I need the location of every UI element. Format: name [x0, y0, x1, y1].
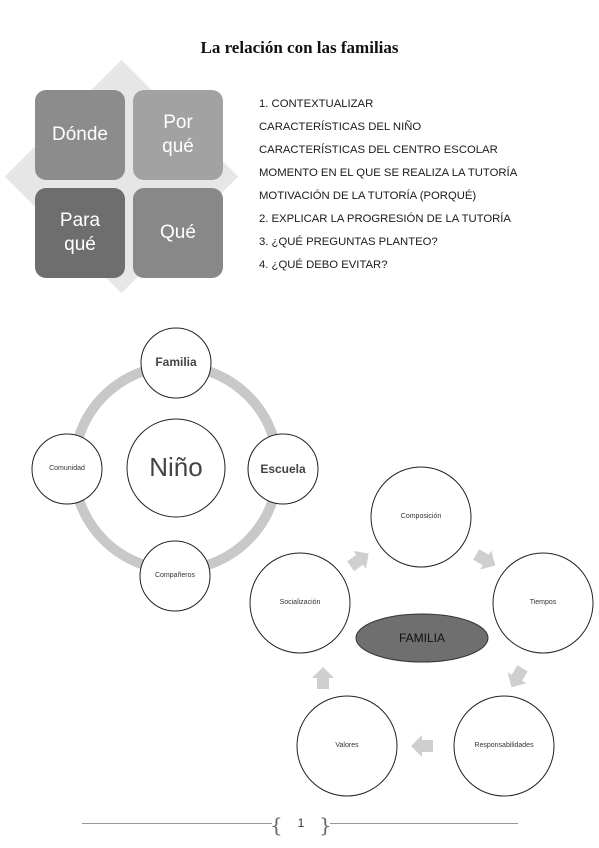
comunidad-node-circle [31, 433, 103, 505]
socializacion-circle [249, 552, 351, 654]
comunidad-label: Comunidad [49, 465, 85, 472]
list-item: MOTIVACIÓN DE LA TUTORÍA (PORQUÉ) [259, 190, 477, 202]
footer-rule-left [82, 823, 272, 824]
list-item: CARACTERÍSTICAS DEL NIÑO [259, 121, 422, 133]
list-item: 2. EXPLICAR LA PROGRESIÓN DE LA TUTORÍA [259, 213, 511, 225]
cycle-arrow [507, 665, 528, 688]
cycle-arrow [312, 667, 334, 689]
tutoria-steps-list: 1. CONTEXTUALIZAR CARACTERÍSTICAS DEL NI… [259, 96, 517, 280]
valores-label: Valores [335, 742, 359, 749]
composicion-label: Composición [400, 513, 442, 520]
responsabilidades-label: Responsabilidades [474, 742, 534, 749]
tiempos-circle [492, 552, 594, 654]
cycle-arrow [473, 549, 496, 570]
cycle-arrow [347, 550, 369, 572]
familia-node-circle [140, 327, 212, 399]
nino-label: Niño [149, 452, 203, 482]
cycle-arrow [411, 735, 433, 757]
socializacion-label: Socialización [279, 599, 321, 606]
responsabilidades-circle [453, 695, 555, 797]
companeros-label: Compañeros [154, 572, 196, 579]
nino-center-circle [126, 418, 226, 518]
list-item: CARACTERÍSTICAS DEL CENTRO ESCOLAR [259, 144, 498, 156]
list-item: 4. ¿QUÉ DEBO EVITAR? [259, 259, 388, 271]
familia-center-label: FAMILIA [398, 631, 445, 645]
escuela-label: Escuela [260, 462, 306, 476]
familia-label: Familia [155, 355, 197, 369]
list-item: 3. ¿QUÉ PREGUNTAS PLANTEO? [259, 236, 438, 248]
list-item: 1. CONTEXTUALIZAR [259, 98, 374, 110]
footer-right-brace: } [319, 813, 332, 837]
tiempos-label: Tiempos [529, 599, 557, 606]
page-title: La relación con las familias [200, 38, 399, 57]
footer-rule-right [330, 823, 518, 824]
familia-center-ellipse [355, 613, 489, 663]
escuela-node-circle [247, 433, 319, 505]
composicion-circle [370, 466, 472, 568]
valores-circle [296, 695, 398, 797]
page-number: 1 [297, 816, 305, 830]
list-item: MOMENTO EN EL QUE SE REALIZA LA TUTORÍA [259, 167, 518, 179]
companeros-node-circle [139, 540, 211, 612]
footer-left-brace: { [270, 813, 283, 837]
